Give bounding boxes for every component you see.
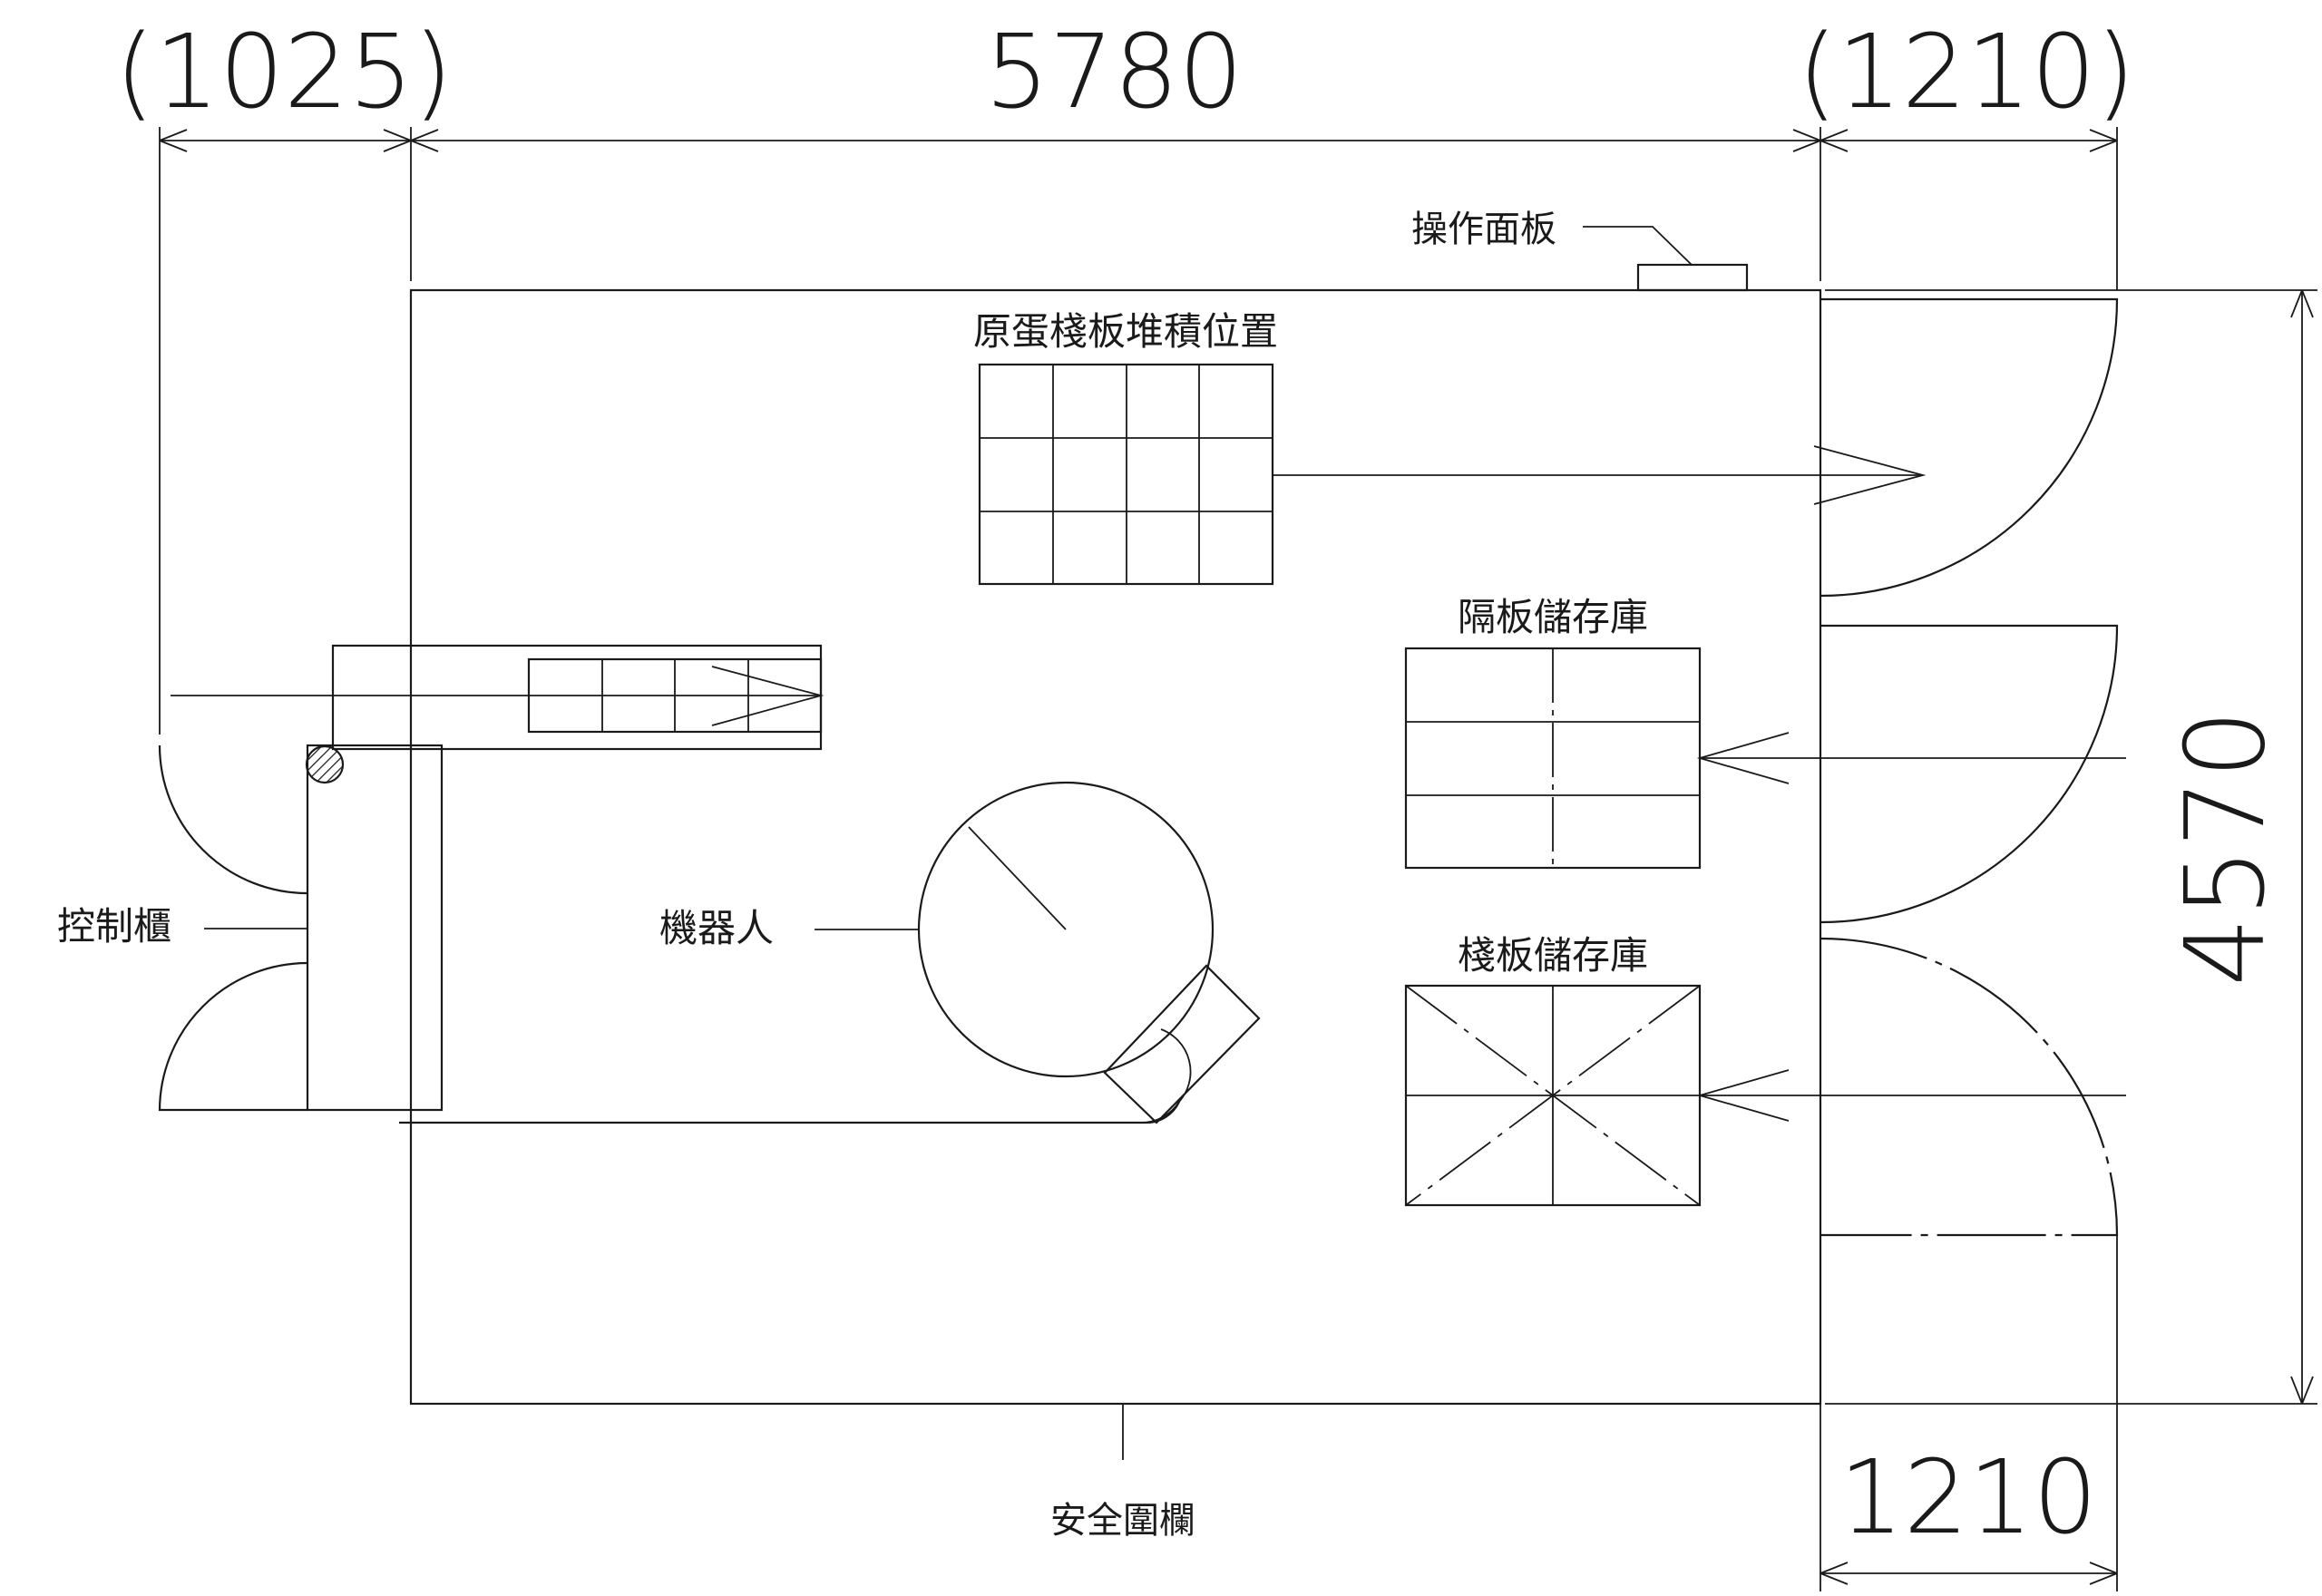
divider-in-arrow [1696,732,2126,784]
divider-storage-grid [1404,647,1702,870]
label-divider-storage: 隔板儲存庫 [1458,595,1648,639]
control-cabinet [158,744,444,1112]
pallet-storage-grid [1404,984,1702,1207]
pallet-in-arrow [1696,1069,2126,1122]
right-door-top [1820,297,2119,598]
raw-pallet-stack-grid [978,363,1274,586]
infeed-conveyor [171,644,824,751]
robot [399,781,1261,1124]
raw-pallet-out-arrow [1273,445,1927,505]
dim-right-width-top: (1210) [1798,14,2135,131]
label-robot: 機器人 [659,906,774,950]
label-pallet-storage: 棧板儲存庫 [1458,933,1648,978]
dim-right-width-bottom: 1210 [1839,1439,2097,1557]
right-door-middle [1820,624,2119,924]
dim-left-width: (1025) [115,14,453,131]
right-door-bottom [1820,937,2119,1237]
dim-main-width: 5780 [984,14,1243,131]
operation-panel [1583,226,1749,292]
dim-height: 4570 [2163,709,2289,986]
label-control-cabinet: 控制櫃 [57,904,171,949]
label-operation-panel: 操作面板 [1411,209,1556,250]
dimension-lines [159,127,2317,1591]
safety-fence [409,288,1822,1406]
label-raw-pallet-stack: 原蛋棧板堆積位置 [973,309,1278,354]
label-safety-fence: 安全圍欄 [1050,1500,1195,1542]
